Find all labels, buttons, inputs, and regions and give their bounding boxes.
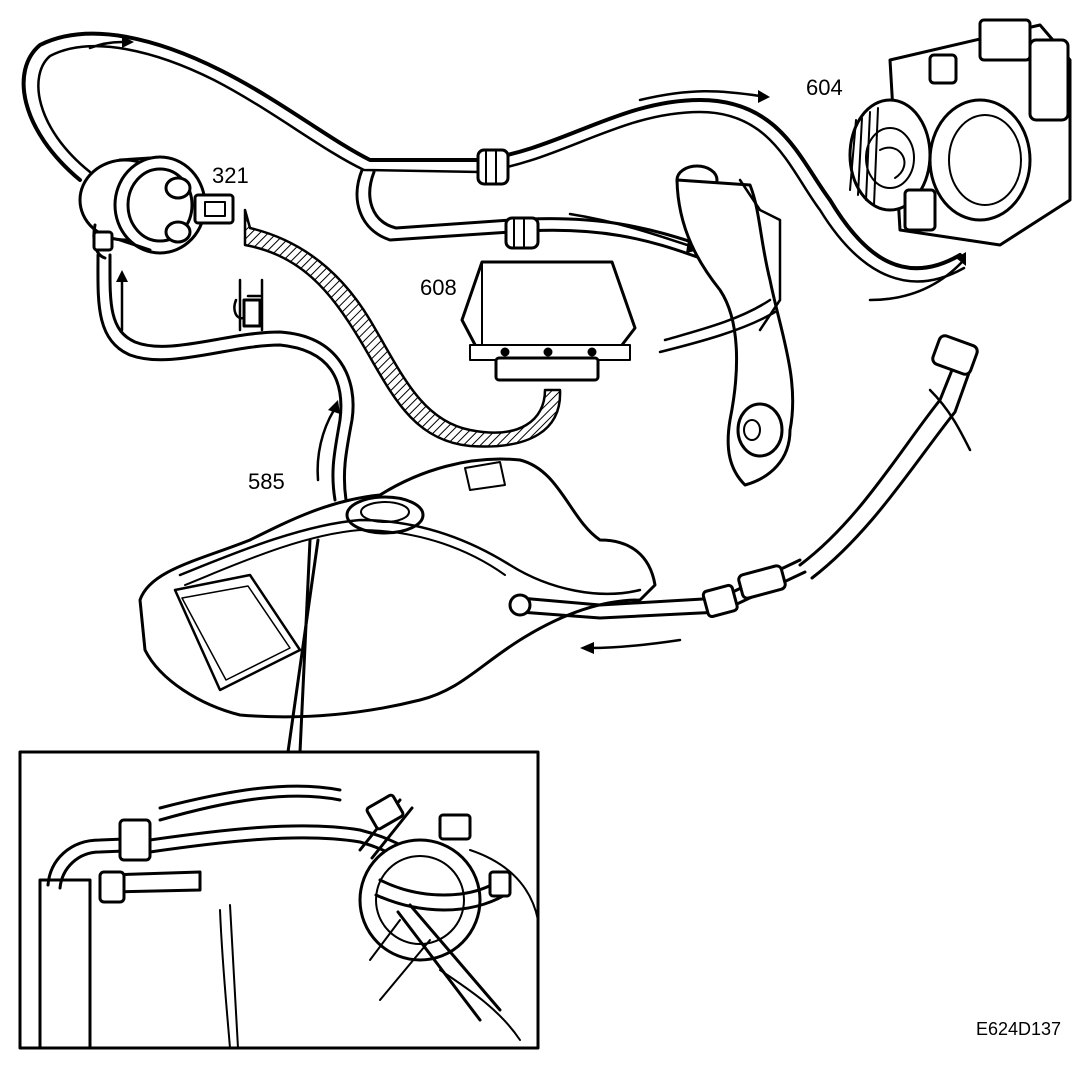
canister-purge-valve: [80, 157, 233, 258]
intake-pipe-assembly: [660, 166, 793, 485]
throttle-body: [850, 20, 1070, 245]
label-585: 585: [248, 469, 285, 494]
hose-valve-to-tank: [98, 255, 353, 500]
reference-code: E624D137: [976, 1019, 1062, 1039]
label-608: 608: [420, 275, 457, 300]
hose-branch: [357, 170, 704, 258]
detail-pointer: [288, 540, 318, 752]
label-604: 604: [806, 75, 843, 100]
fuel-tank: [140, 334, 979, 717]
vacuum-hose-hatched: [245, 210, 560, 447]
control-module: [462, 262, 635, 380]
hose-coupling: [478, 150, 508, 184]
inset-detail-view: [20, 752, 538, 1048]
flow-arrows: [90, 36, 966, 654]
hose-to-throttle-body: [24, 34, 964, 282]
label-321: 321: [212, 163, 249, 188]
